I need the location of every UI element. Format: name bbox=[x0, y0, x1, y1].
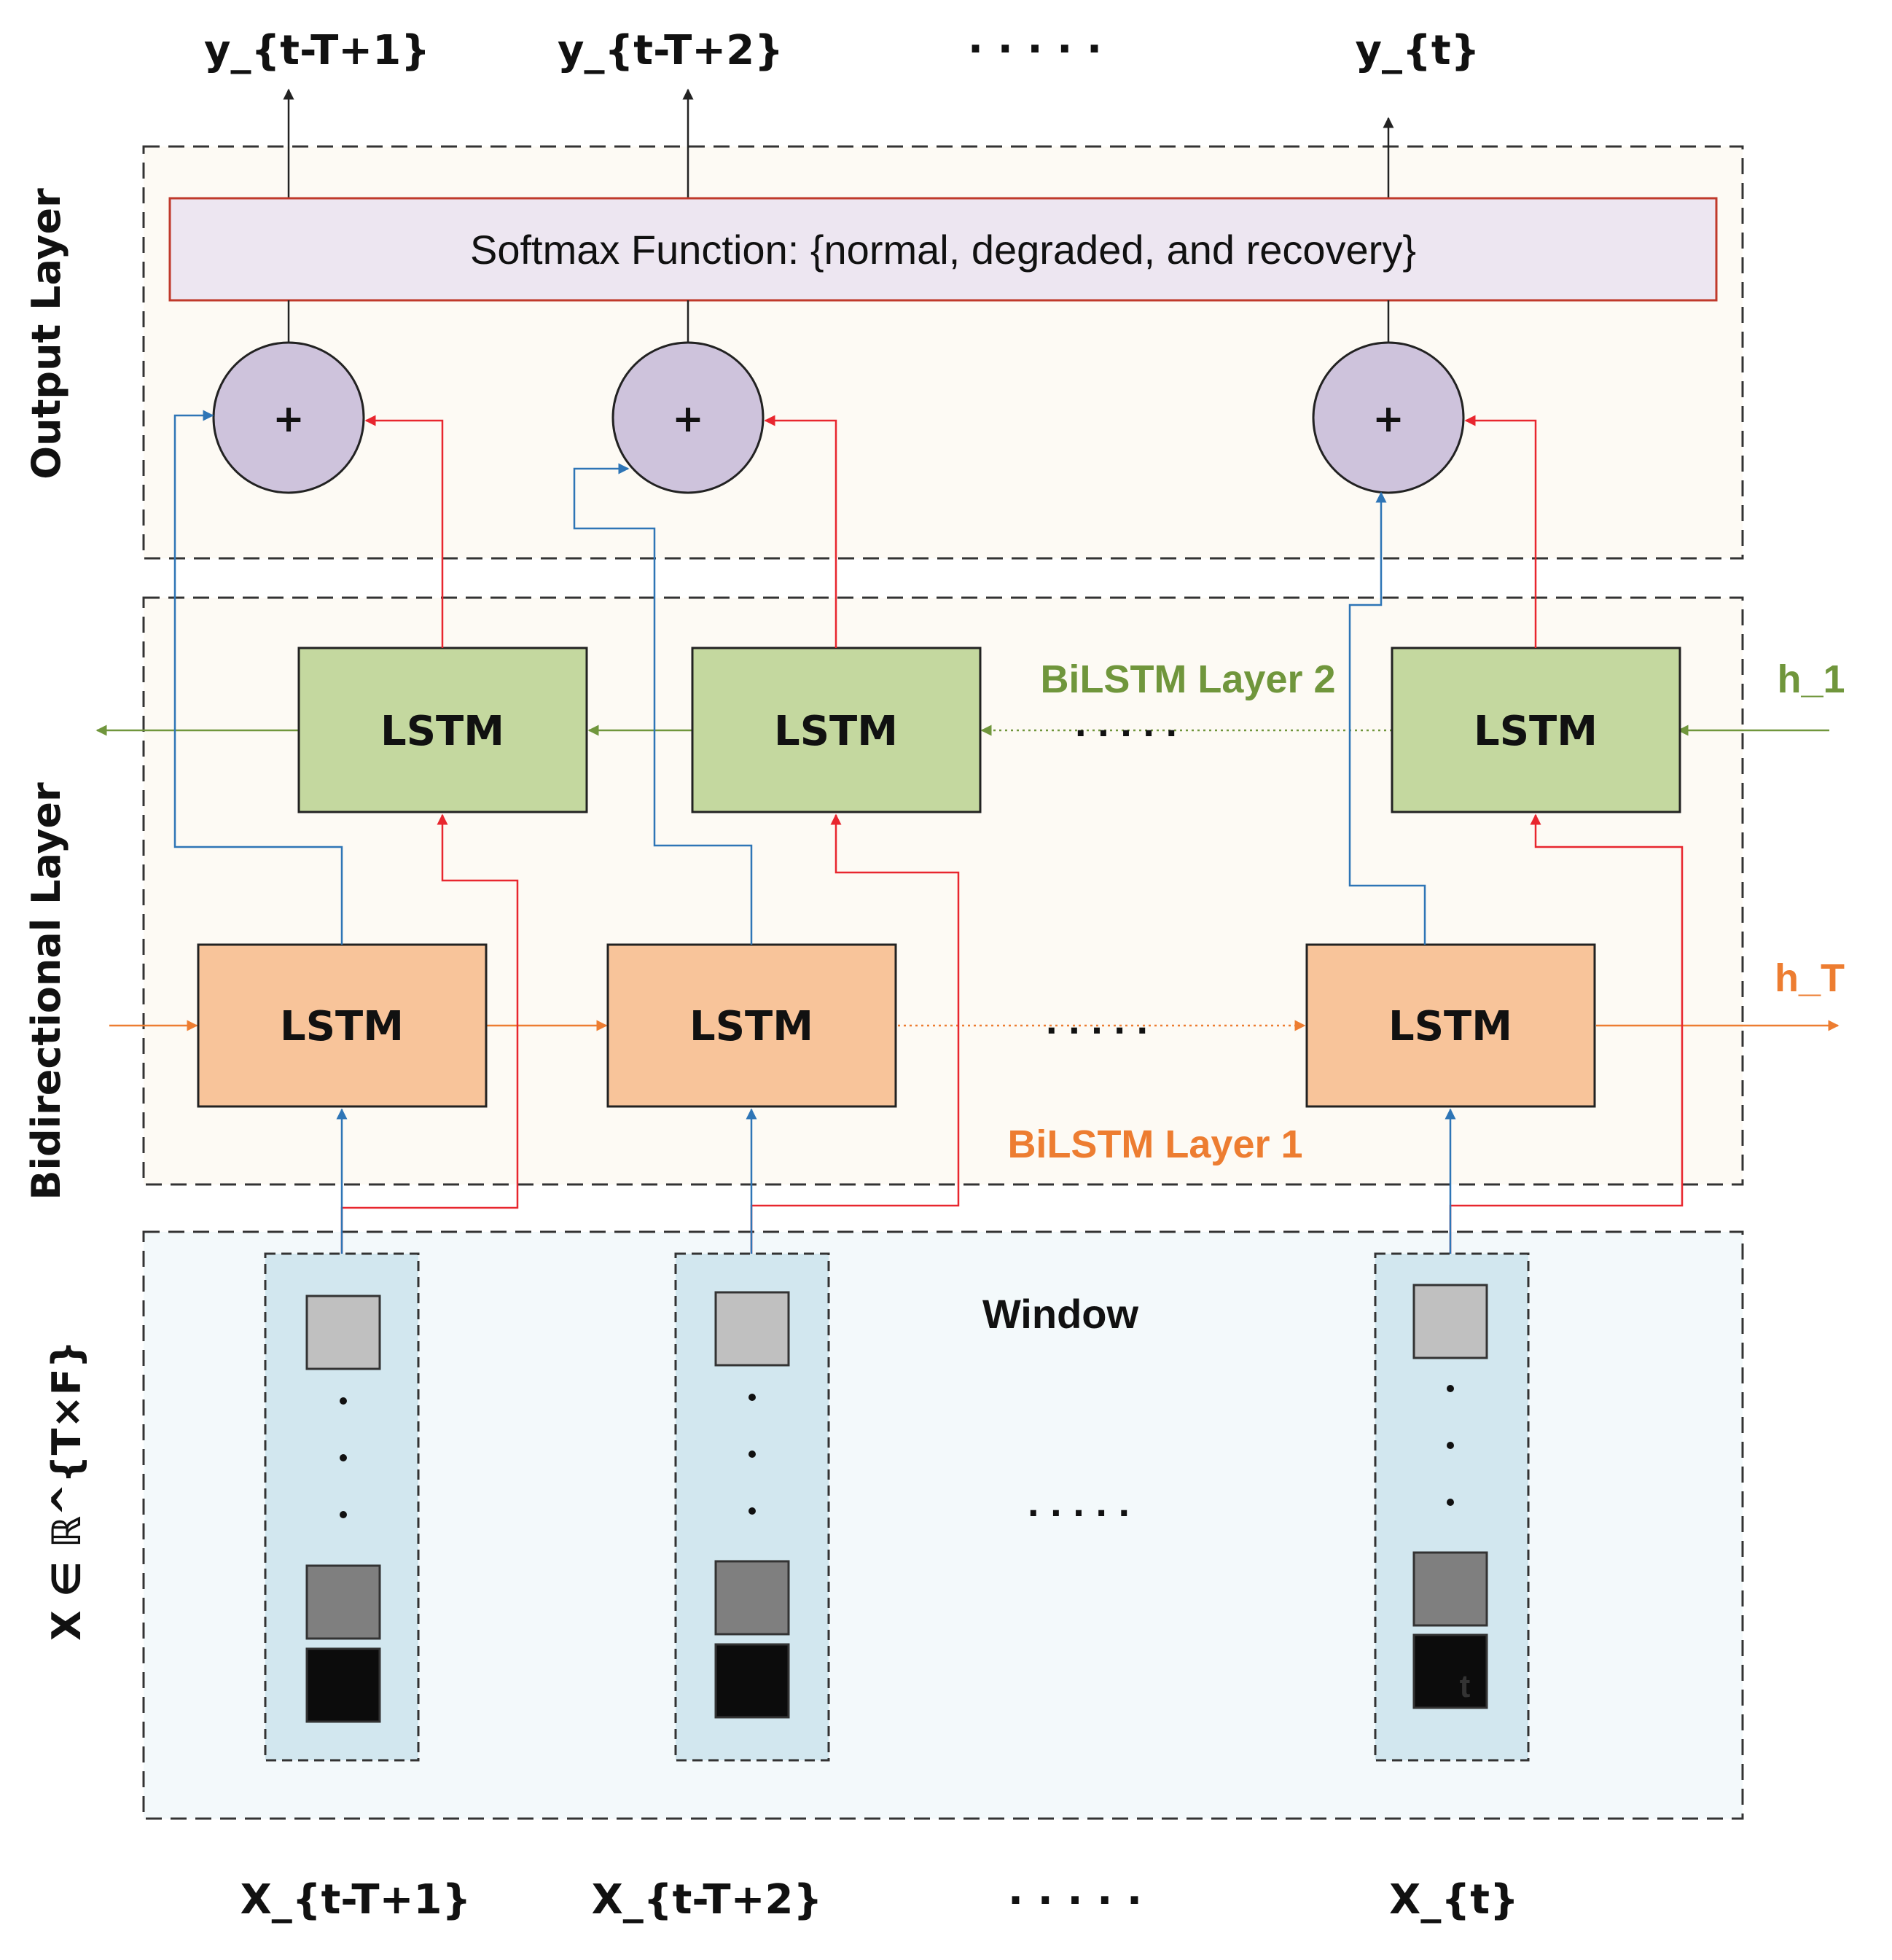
feature-cell bbox=[1412, 1633, 1488, 1709]
feature-dot bbox=[340, 1511, 347, 1518]
lstm-label: LSTM bbox=[380, 708, 504, 755]
plus-symbol: + bbox=[1372, 397, 1404, 441]
input-ellipsis: . . . . . bbox=[1008, 1867, 1142, 1914]
softmax-label: Softmax Function: {normal, degraded, and… bbox=[470, 227, 1416, 273]
lstm-label: LSTM bbox=[689, 1003, 813, 1050]
red-lstm-to-sum-1 bbox=[364, 415, 444, 648]
feature-dot bbox=[1447, 1442, 1454, 1449]
feature-dot bbox=[1447, 1499, 1454, 1506]
blue-connector-1 bbox=[173, 410, 343, 945]
red-lstm-to-sum-3 bbox=[1464, 415, 1537, 648]
lstm-forward-3: LSTM bbox=[1305, 943, 1596, 1108]
lstm-label: LSTM bbox=[1388, 1003, 1512, 1050]
input-label-2: X_{t-T+2} bbox=[592, 1876, 823, 1924]
output-ellipsis: . . . . . bbox=[968, 15, 1102, 63]
output-label-2: y_{t-T+2} bbox=[558, 27, 783, 74]
red-lstm-to-sum-2 bbox=[764, 415, 837, 648]
bilstm-layer1-label: BiLSTM Layer 1 bbox=[1007, 1122, 1302, 1166]
layer1-ellipsis: . . . . . bbox=[1046, 996, 1148, 1042]
feature-cell bbox=[305, 1295, 381, 1370]
hT-label: h_T bbox=[1775, 956, 1845, 1000]
lstm-forward-1: LSTM bbox=[197, 943, 488, 1108]
layer2-ellipsis: . . . . . bbox=[1075, 699, 1177, 745]
feature-cell bbox=[305, 1647, 381, 1723]
lstm-backward-2: LSTM bbox=[691, 647, 982, 813]
feature-dot bbox=[748, 1394, 756, 1401]
feature-cell bbox=[714, 1643, 790, 1719]
feature-dot bbox=[748, 1507, 756, 1515]
input-matrix-label: X ∈ ℝ^{T×F} bbox=[44, 1340, 90, 1641]
feature-cell bbox=[1412, 1551, 1488, 1627]
lstm-label: LSTM bbox=[280, 1003, 404, 1050]
input-window-1 bbox=[264, 1252, 420, 1762]
feature-cell bbox=[714, 1560, 790, 1636]
feature-cell bbox=[714, 1291, 790, 1367]
sum-node-1: + bbox=[212, 341, 365, 494]
output-label-3: y_{t} bbox=[1355, 27, 1479, 74]
sum-node-3: + bbox=[1312, 341, 1465, 494]
lstm-label: LSTM bbox=[1474, 708, 1598, 755]
feature-dot bbox=[340, 1397, 347, 1405]
blue-connector-3 bbox=[1348, 491, 1426, 945]
feature-dot bbox=[1447, 1385, 1454, 1392]
lstm-backward-3: LSTM bbox=[1391, 647, 1681, 813]
feature-cell bbox=[305, 1564, 381, 1640]
input-window-2 bbox=[674, 1252, 830, 1762]
feature-cell bbox=[1412, 1284, 1488, 1359]
lstm-label: LSTM bbox=[774, 708, 898, 755]
blue-connector-2 bbox=[573, 463, 753, 945]
input-label-1: X_{t-T+1} bbox=[241, 1876, 472, 1924]
feature-dot bbox=[748, 1451, 756, 1458]
input-label-3: X_{t} bbox=[1389, 1876, 1519, 1924]
lstm-backward-1: LSTM bbox=[297, 647, 588, 813]
sum-node-2: + bbox=[611, 341, 765, 494]
softmax-box bbox=[168, 197, 1718, 302]
window-label: Window bbox=[982, 1291, 1139, 1337]
lstm-forward-2: LSTM bbox=[606, 943, 897, 1108]
bilstm-layer2-label: BiLSTM Layer 2 bbox=[1040, 657, 1335, 701]
output-label-1: y_{t-T+1} bbox=[204, 27, 430, 74]
output-layer-label: Output Layer bbox=[23, 188, 69, 480]
h1-label: h_1 bbox=[1777, 657, 1845, 701]
plus-symbol: + bbox=[672, 397, 704, 441]
feature-dot bbox=[340, 1454, 347, 1461]
bidirectional-layer-label: Bidirectional Layer bbox=[23, 782, 69, 1200]
input-window-3: t bbox=[1374, 1252, 1530, 1762]
input-window-ellipsis: . . . . . bbox=[1028, 1479, 1130, 1525]
plus-symbol: + bbox=[273, 397, 305, 441]
last-cell-label: t bbox=[1460, 1668, 1471, 1704]
